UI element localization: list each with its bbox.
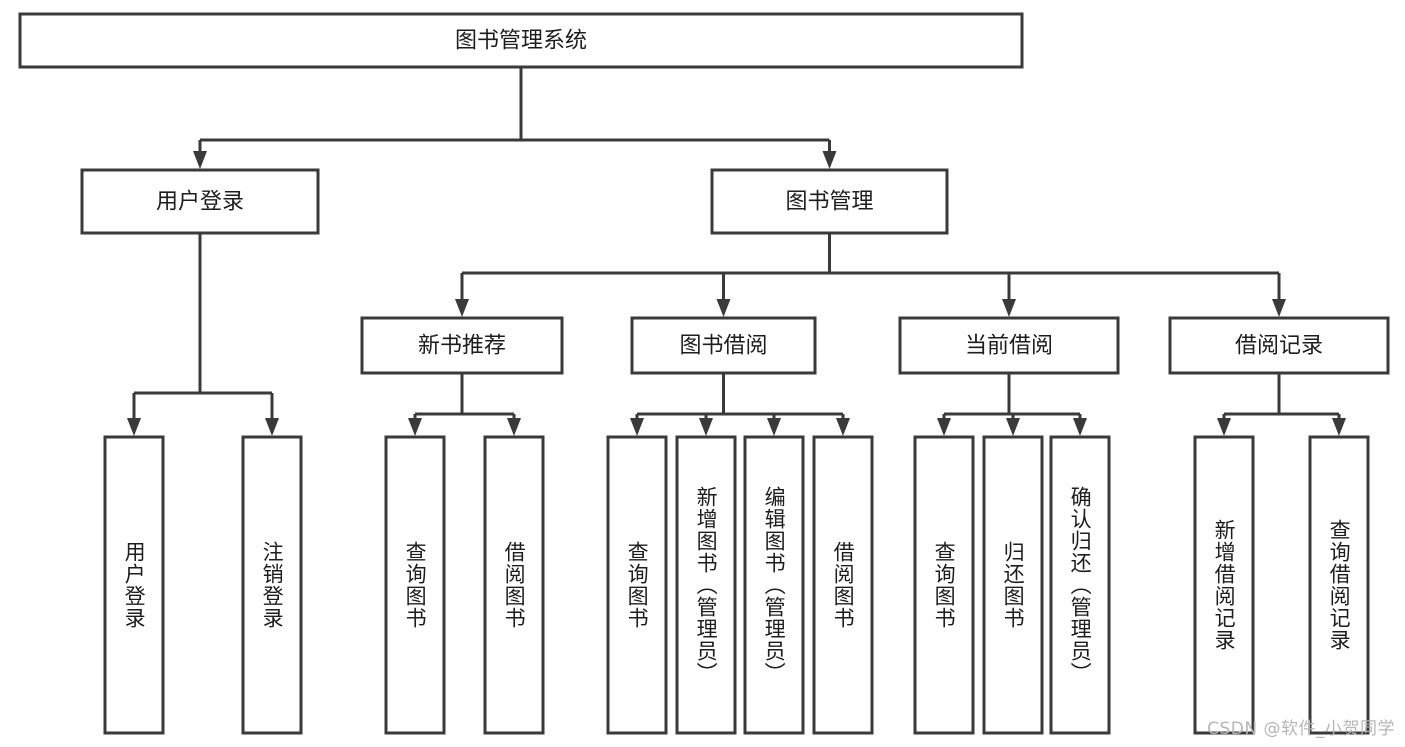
- node-box-new-book-recommend[interactable]: [360, 316, 564, 375]
- node-label-book-borrow: 图书借阅: [679, 334, 767, 359]
- node-label-new-book-recommend: 新书推荐: [418, 334, 506, 359]
- connector-layer: [127, 67, 1346, 436]
- arrow-to-leaf-user-login: [127, 418, 141, 436]
- node-label-root: 图书管理系统: [455, 29, 587, 54]
- arrow-to-leaf-borrow-book: [836, 418, 850, 436]
- node-box-borrow-record[interactable]: [1168, 316, 1390, 375]
- node-box-leaf-confirm-return-admin[interactable]: [1049, 435, 1111, 735]
- arrow-to-leaf-query-borrow-record: [1332, 418, 1346, 436]
- node-box-book-manage[interactable]: [710, 168, 949, 235]
- node-box-leaf-user-login[interactable]: [103, 435, 165, 735]
- node-box-user-login[interactable]: [80, 168, 320, 235]
- node-box-leaf-query-book-borrow[interactable]: [606, 435, 668, 735]
- arrow-to-user-login: [193, 151, 207, 169]
- arrow-to-book-borrow: [716, 299, 731, 317]
- node-box-current-borrow[interactable]: [898, 316, 1120, 375]
- node-box-layer: [18, 12, 1390, 735]
- arrow-to-leaf-return-book: [1006, 418, 1020, 436]
- arrow-to-leaf-query-book-current: [937, 418, 951, 436]
- arrow-to-book-manage: [822, 151, 837, 169]
- arrow-to-new-book-recommend: [455, 299, 469, 317]
- arrow-to-leaf-query-book-recommend: [408, 418, 422, 436]
- node-box-leaf-query-borrow-record[interactable]: [1308, 435, 1370, 735]
- node-box-leaf-return-book[interactable]: [982, 435, 1044, 735]
- node-label-borrow-record: 借阅记录: [1235, 334, 1323, 359]
- arrow-to-leaf-add-borrow-record: [1217, 418, 1231, 436]
- node-box-leaf-add-book-admin[interactable]: [675, 435, 737, 735]
- node-box-leaf-query-book-recommend[interactable]: [384, 435, 446, 735]
- node-box-book-borrow[interactable]: [630, 316, 817, 375]
- arrow-to-leaf-add-book-admin: [699, 418, 713, 436]
- arrow-to-leaf-user-logout: [265, 418, 279, 436]
- node-box-leaf-add-borrow-record[interactable]: [1193, 435, 1255, 735]
- node-box-root[interactable]: [18, 12, 1024, 69]
- arrow-to-leaf-borrow-book-recommend: [507, 418, 521, 436]
- arrow-to-current-borrow: [1002, 299, 1016, 317]
- arrow-to-leaf-query-book-borrow: [630, 418, 644, 436]
- node-label-user-login: 用户登录: [156, 190, 244, 215]
- arrow-to-borrow-record: [1272, 299, 1286, 317]
- node-box-leaf-user-logout[interactable]: [241, 435, 303, 735]
- node-box-leaf-query-book-current[interactable]: [913, 435, 975, 735]
- node-box-leaf-edit-book-admin[interactable]: [743, 435, 805, 735]
- node-box-leaf-borrow-book-recommend[interactable]: [483, 435, 545, 735]
- node-label-book-manage: 图书管理: [785, 190, 873, 215]
- node-label-current-borrow: 当前借阅: [965, 334, 1053, 359]
- arrow-to-leaf-confirm-return-admin: [1073, 418, 1087, 436]
- csdn-watermark: CSDN @软件_小贺同学: [1207, 719, 1395, 739]
- node-box-leaf-borrow-book[interactable]: [812, 435, 874, 735]
- arrow-to-leaf-edit-book-admin: [767, 418, 781, 436]
